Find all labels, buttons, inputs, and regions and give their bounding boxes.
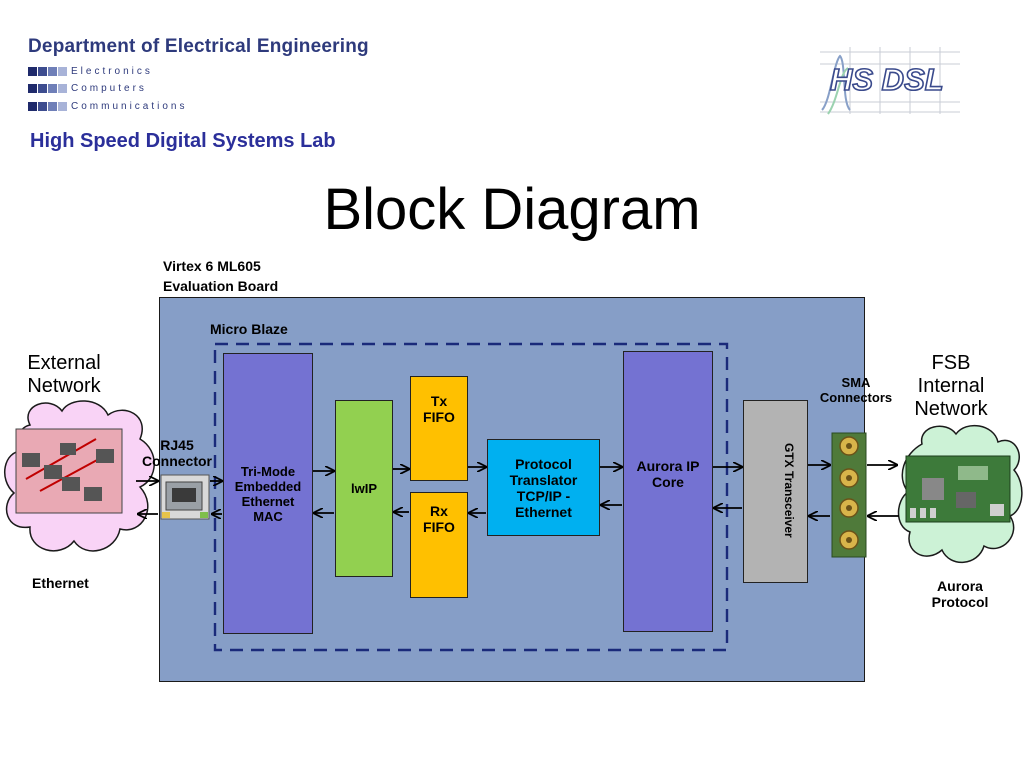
fsb-network-label: FSB Internal Network [914, 352, 988, 420]
external-network-label: External Network [27, 352, 101, 397]
aurora-protocol-label: Aurora Protocol [931, 578, 989, 610]
lwip-block: lwIP [335, 400, 393, 577]
subtitle-row-electronics: Electronics [28, 64, 153, 78]
fsb-network-cloud [897, 424, 1023, 564]
board-label-model: Virtex 6 ML605 [163, 258, 261, 274]
protocol-translator-block: Protocol Translator TCP/IP - Ethernet [487, 439, 600, 536]
tx-fifo-block: Tx FIFO [410, 376, 468, 481]
lab-name: High Speed Digital Systems Lab [30, 130, 336, 152]
sma-connectors-icon [831, 432, 867, 558]
board-label-name: Evaluation Board [163, 278, 279, 294]
subtitle-computers: Computers [71, 82, 147, 94]
gtx-transceiver-block: GTX Transceiver [743, 400, 808, 583]
rj45-connector-icon [160, 474, 210, 520]
subtitle-electronics: Electronics [71, 65, 153, 77]
aurora-ip-core-block: Aurora IP Core [623, 351, 713, 632]
department-title: Department of Electrical Engineering [28, 36, 369, 57]
logo-text: HS DSL [830, 62, 944, 97]
rx-fifo-block: Rx FIFO [410, 492, 468, 598]
ethernet-mac-block: Tri-Mode Embedded Ethernet MAC [223, 353, 313, 634]
sma-connectors-label: SMA Connectors [819, 375, 893, 405]
microblaze-label: Micro Blaze [210, 321, 288, 337]
ethernet-label: Ethernet [32, 575, 89, 591]
subtitle-row-computers: Computers [28, 81, 147, 95]
subtitle-row-communications: Communications [28, 99, 187, 113]
hsdsl-logo: HS DSL [820, 47, 960, 115]
microblaze-region [213, 342, 729, 652]
rj45-label: RJ45 Connector [142, 437, 212, 469]
subtitle-communications: Communications [71, 100, 188, 112]
external-network-cloud [4, 400, 155, 552]
slide-title: Block Diagram [323, 177, 701, 242]
